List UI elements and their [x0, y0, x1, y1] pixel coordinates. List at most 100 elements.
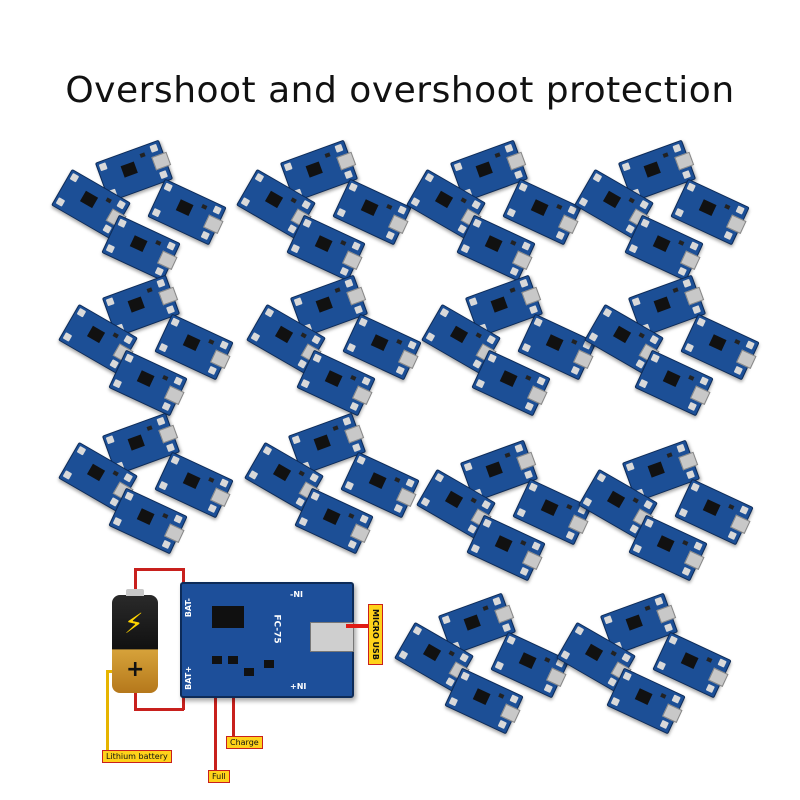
wiring-diagram: ⚡ + BAT- BAT+ -NI +NI FC-75 MICRO USB Li…: [100, 560, 400, 790]
solder-pad: [676, 443, 686, 453]
solder-pad: [124, 491, 134, 501]
solder-pad: [62, 332, 73, 342]
tag-lithium-battery: Lithium battery: [102, 750, 172, 763]
board-chip: [634, 688, 653, 705]
solder-pad: [470, 543, 481, 554]
module-cluster: [578, 439, 782, 582]
solder-pad: [678, 507, 689, 518]
led: [162, 374, 169, 381]
led: [340, 239, 347, 246]
smd-component: [244, 668, 254, 676]
module-cluster: [584, 274, 788, 417]
board-chip: [86, 463, 106, 482]
led: [394, 476, 401, 483]
solder-pad: [207, 503, 217, 514]
board-chip: [182, 472, 201, 489]
led: [482, 605, 489, 611]
board-chip: [324, 370, 343, 387]
wire-bat-plus-bottom: [134, 708, 184, 711]
solder-pad: [492, 596, 502, 606]
board-chip: [182, 334, 201, 351]
solder-pad: [509, 694, 519, 704]
solder-pad: [405, 478, 415, 488]
solder-pad: [628, 243, 639, 254]
solder-pad: [412, 625, 423, 636]
solder-pad: [219, 340, 229, 350]
usb-port: [516, 451, 537, 471]
label-in-minus: -NI: [290, 590, 303, 599]
solder-pad: [398, 650, 409, 660]
solder-pad: [632, 543, 643, 554]
usb-port: [506, 151, 527, 171]
solder-pad: [166, 241, 176, 251]
solder-pad: [359, 514, 369, 524]
solder-pad: [687, 401, 697, 412]
board-chip: [653, 296, 671, 313]
solder-pad: [240, 197, 251, 207]
solder-pad: [656, 660, 667, 671]
module-cluster: [58, 274, 262, 417]
solder-pad: [631, 297, 641, 307]
board-chip: [518, 652, 537, 669]
solder-pad: [506, 635, 516, 645]
solder-pad: [393, 503, 403, 514]
smd-component: [264, 660, 274, 668]
wire-full-led: [214, 692, 217, 772]
solder-pad: [453, 162, 463, 172]
module-cluster: [556, 592, 760, 735]
led: [475, 332, 482, 339]
wire-board-left-top: [182, 568, 185, 588]
usb-port: [684, 286, 705, 306]
solder-pad: [336, 207, 347, 218]
solder-pad: [151, 207, 162, 218]
solder-pad: [173, 376, 183, 386]
solder-pad: [349, 401, 359, 412]
solder-pad: [105, 435, 115, 445]
solder-pad: [519, 278, 529, 288]
solder-pad: [395, 365, 405, 376]
led: [571, 338, 578, 345]
solder-pad: [509, 266, 519, 277]
solder-pad: [170, 317, 180, 327]
solder-pad: [689, 241, 699, 251]
solder-pad: [681, 566, 691, 577]
solder-pad: [158, 342, 169, 353]
solder-pad: [163, 182, 173, 192]
led: [332, 425, 339, 431]
charger-board: BAT- BAT+ -NI +NI FC-75: [180, 582, 354, 698]
solder-pad: [116, 199, 126, 210]
solder-pad: [309, 472, 319, 483]
solder-pad: [207, 365, 217, 376]
solder-pad: [481, 499, 491, 510]
solder-pad: [346, 342, 357, 353]
solder-pad: [105, 243, 116, 254]
solder-pad: [494, 660, 505, 671]
solder-pad: [361, 376, 371, 386]
solder-pad: [565, 530, 575, 541]
solder-pad: [420, 497, 431, 507]
led: [290, 197, 297, 204]
solder-pad: [291, 435, 301, 445]
solder-pad: [76, 307, 87, 318]
board-chip: [434, 190, 454, 209]
board-chip: [472, 688, 491, 705]
solder-pad: [533, 317, 543, 327]
tag-charge: Charge: [226, 736, 263, 749]
solder-pad: [55, 197, 66, 207]
board-chip: [698, 199, 717, 216]
board-chip: [652, 235, 671, 252]
solder-pad: [621, 652, 631, 663]
led: [544, 656, 551, 663]
solder-pad: [342, 416, 352, 426]
led: [112, 332, 119, 339]
led: [556, 203, 563, 210]
solder-pad: [677, 266, 687, 277]
solder-pad: [659, 719, 669, 730]
solder-pad: [654, 596, 664, 606]
led: [324, 152, 331, 158]
board-chip: [490, 296, 508, 313]
module-cluster: [244, 412, 448, 555]
led: [682, 539, 689, 546]
solder-pad: [521, 342, 532, 353]
board-chip: [315, 296, 333, 313]
